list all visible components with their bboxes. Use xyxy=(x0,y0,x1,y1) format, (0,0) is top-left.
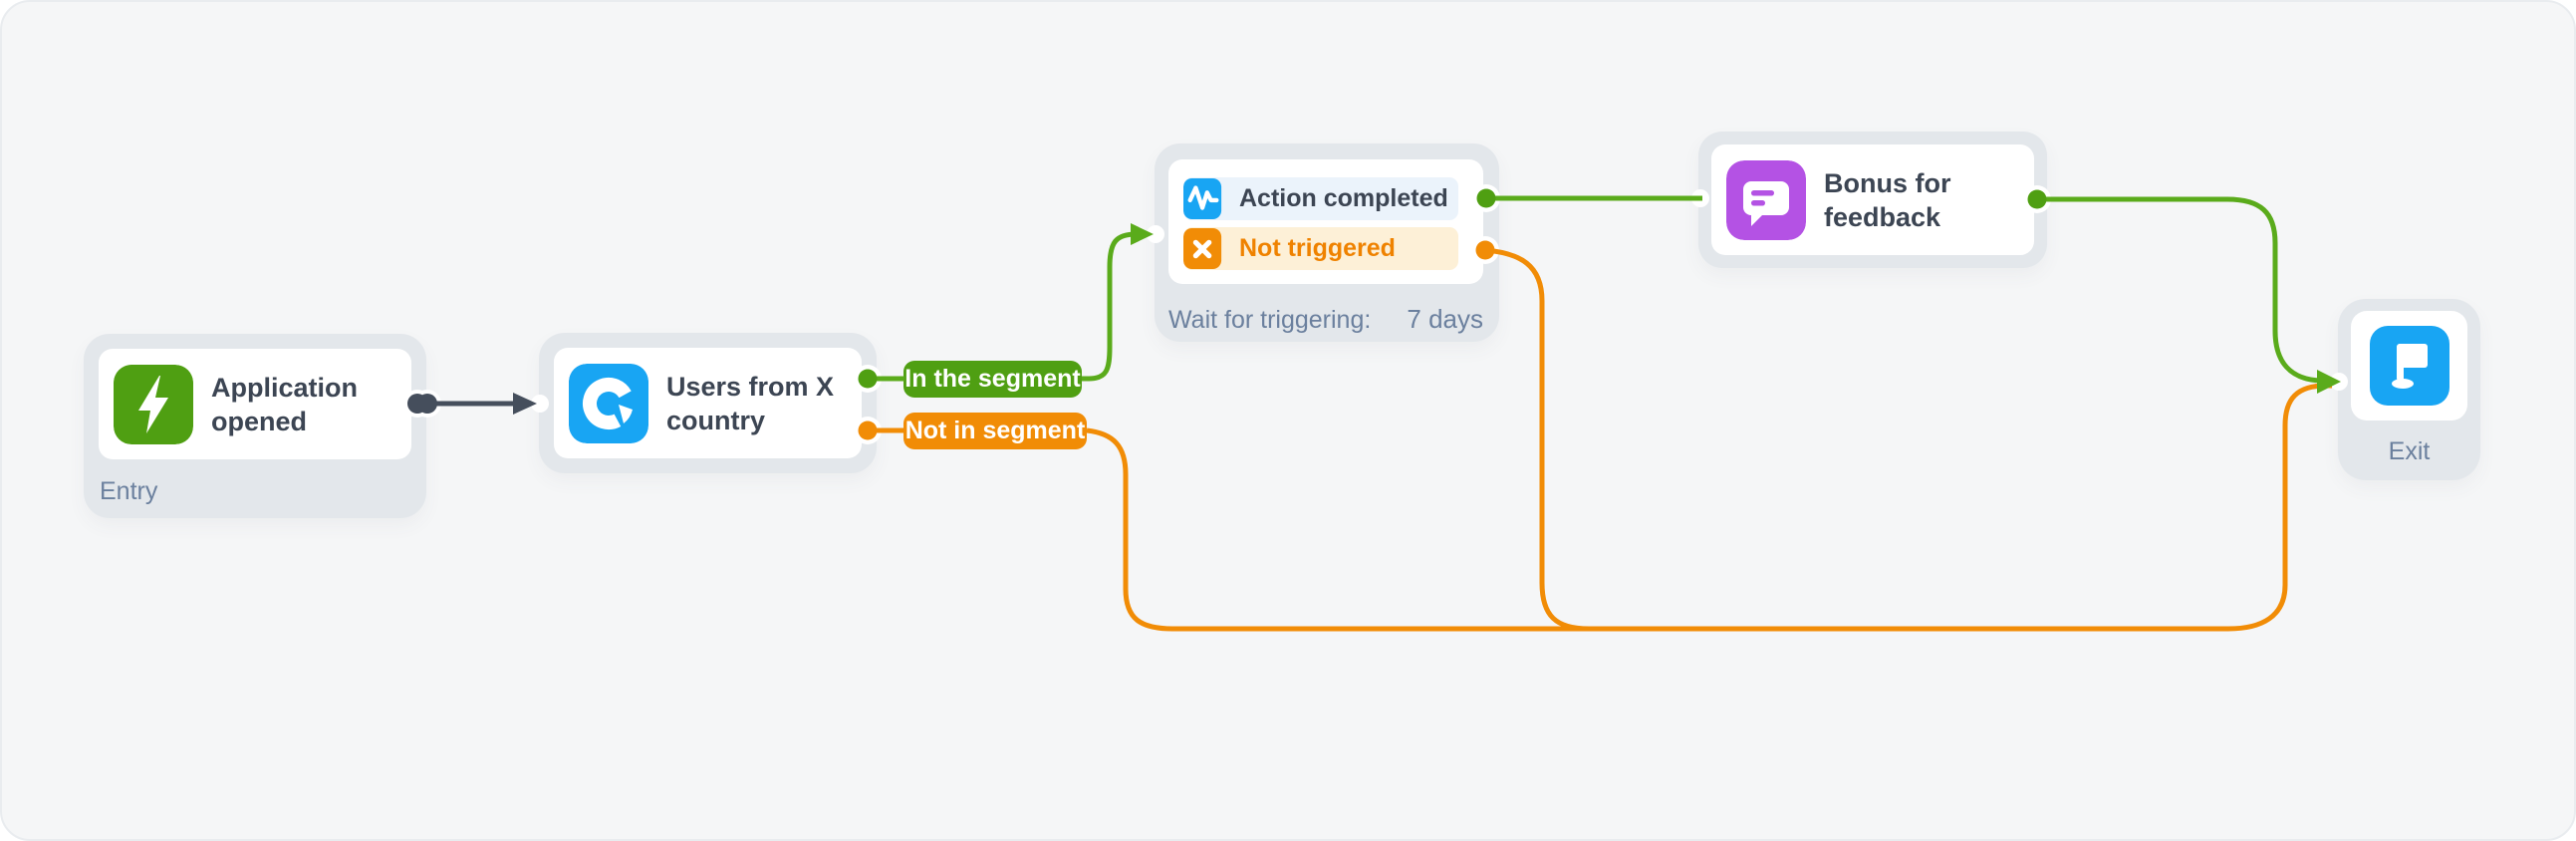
node-exit-card[interactable] xyxy=(2351,311,2467,420)
branch-badge-not-in-segment[interactable]: Not in segment xyxy=(903,413,1087,449)
node-trigger-card[interactable]: Action completed Not triggered xyxy=(1168,159,1483,284)
pulse-icon xyxy=(1183,178,1222,219)
node-trigger[interactable]: Action completed Not triggered Wait for … xyxy=(1155,143,1499,342)
node-entry-type-label: Entry xyxy=(100,477,158,505)
branch-badge-in-segment[interactable]: In the segment xyxy=(903,361,1082,398)
wait-for-triggering-row: Wait for triggering: 7 days xyxy=(1168,304,1483,335)
flag-icon xyxy=(2369,326,2449,406)
connector-in-segment-to-trigger[interactable] xyxy=(1082,231,1138,382)
node-exit-label: Exit xyxy=(2388,437,2431,465)
node-entry[interactable]: Application opened Entry xyxy=(84,334,426,518)
trigger-row-not-triggered[interactable]: Not triggered xyxy=(1183,227,1458,270)
lightning-icon xyxy=(114,364,193,444)
node-entry-title: Application opened xyxy=(211,372,358,436)
trigger-row-label-completed: Action completed xyxy=(1239,184,1448,212)
node-segment-title: Users from X country xyxy=(666,371,835,435)
node-entry-card[interactable]: Application opened xyxy=(99,349,411,459)
connector-not-in-segment-to-exit[interactable] xyxy=(1086,383,2332,632)
trigger-row-label-not-triggered: Not triggered xyxy=(1239,234,1396,262)
node-message-title: Bonus for feedback xyxy=(1824,167,1951,232)
node-message-card[interactable]: Bonus for feedback xyxy=(1711,144,2034,255)
arrowhead-dark xyxy=(513,393,537,415)
node-message[interactable]: Bonus for feedback xyxy=(1698,132,2047,268)
node-segment[interactable]: Users from X country xyxy=(539,333,877,473)
trigger-row-action-completed[interactable]: Action completed xyxy=(1183,177,1458,220)
node-exit[interactable]: Exit xyxy=(2338,299,2480,480)
node-segment-card[interactable]: Users from X country xyxy=(554,348,862,458)
arrowhead-green xyxy=(1131,223,1154,245)
wait-label: Wait for triggering: xyxy=(1168,306,1372,334)
wait-value[interactable]: 7 days xyxy=(1407,304,1483,334)
x-icon xyxy=(1183,228,1222,269)
connector-message-to-exit[interactable] xyxy=(2037,196,2325,384)
segment-icon xyxy=(569,363,648,443)
message-icon xyxy=(1726,159,1806,240)
connector-not-triggered-to-exit[interactable] xyxy=(1484,247,1590,632)
